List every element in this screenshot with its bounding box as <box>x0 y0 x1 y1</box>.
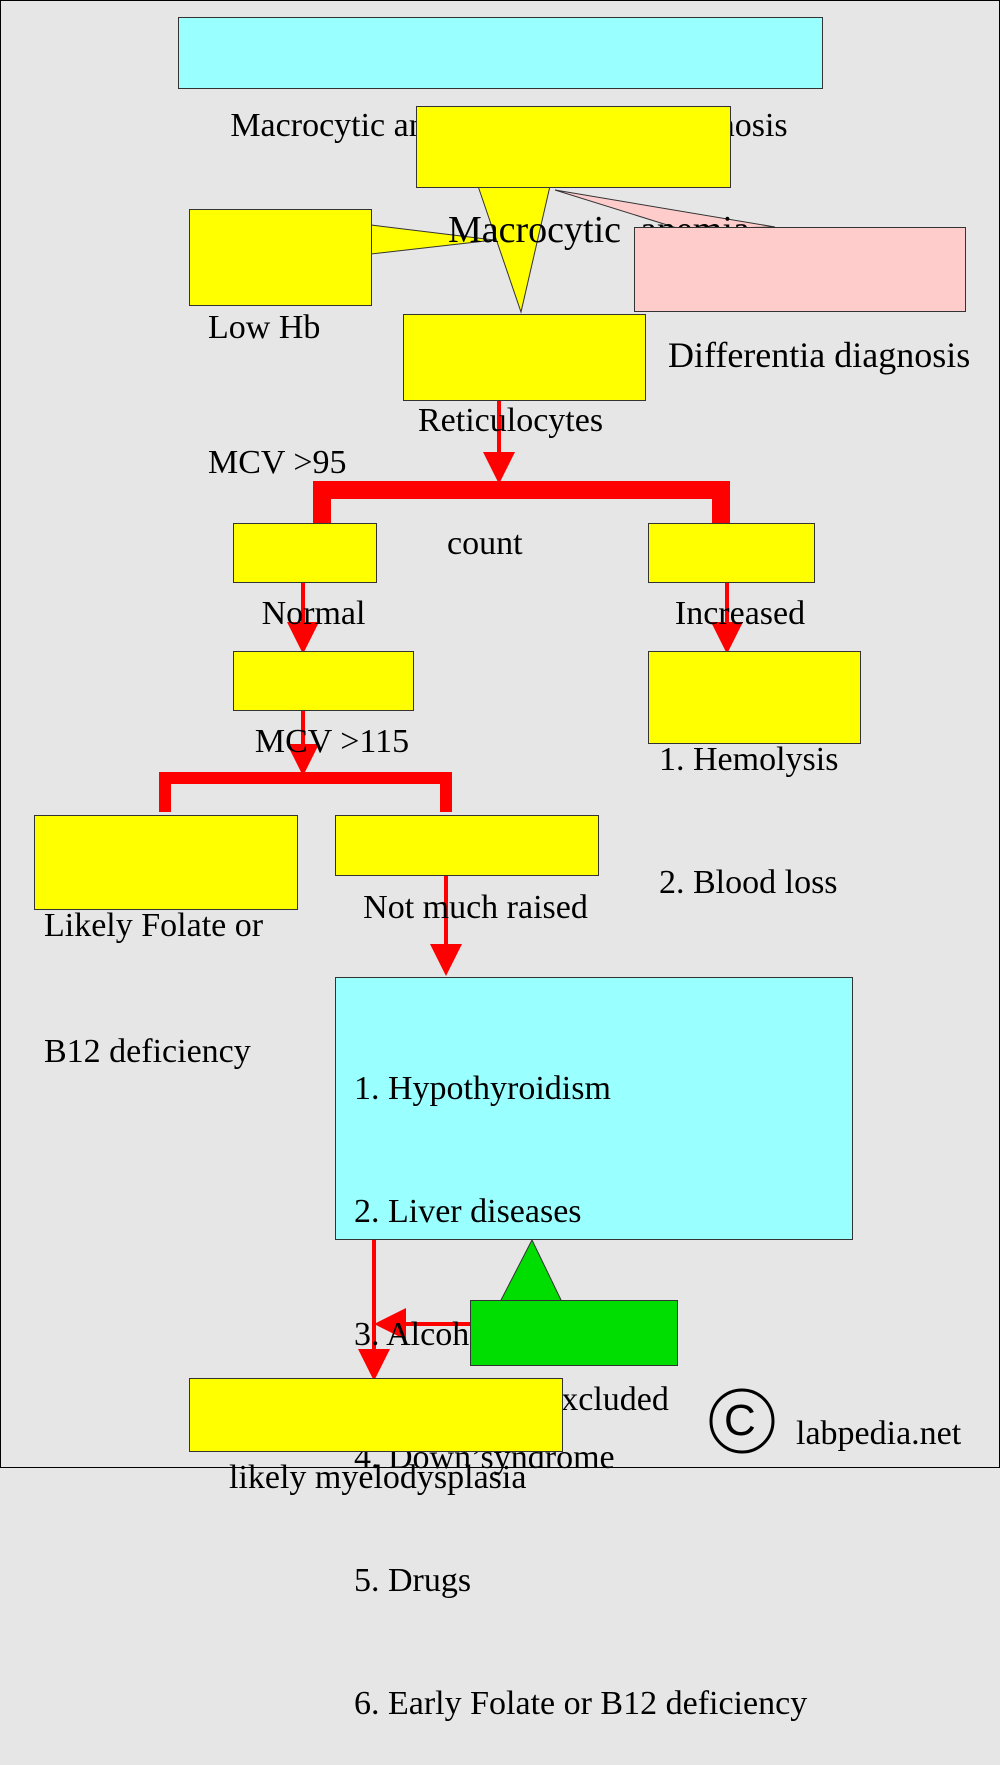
node-increased: Increased <box>648 523 815 632</box>
node-differentia-diagnosis: Differentia diagnosis <box>634 227 970 375</box>
causes-list-item-6: 6. Early Folate or B12 deficiency <box>354 1685 808 1722</box>
node-reticulocytes-line-1: Reticulocytes <box>418 402 604 439</box>
node-likely-myelodysplasia: likely myelodysplasia <box>189 1378 563 1496</box>
node-likely-myelodysplasia-label: likely myelodysplasia <box>229 1459 527 1496</box>
node-reticulocytes-count: Reticulocytes count <box>403 314 646 562</box>
node-normal-label: Normal <box>261 595 366 632</box>
node-not-much-raised: Not much raised <box>335 815 599 926</box>
node-mcv-115: MCV >115 <box>233 651 414 760</box>
node-hemolysis-line-1: 1. Hemolysis <box>659 741 839 778</box>
causes-list-item-5: 5. Drugs <box>354 1562 472 1599</box>
node-causes-list: 1. Hypothyroidism 2. Liver diseases 3. A… <box>335 977 853 1722</box>
node-reticulocytes-line-2: count <box>447 525 523 562</box>
branch-bar-reticulocytes <box>313 481 730 524</box>
title-box: Macrocytic anemia differential diagnosis <box>178 17 823 144</box>
connector-layer <box>159 185 776 1454</box>
causes-list-item-1: 1. Hypothyroidism <box>354 1070 611 1107</box>
copyright-symbol: C <box>724 1396 756 1445</box>
watermark-text: labpedia.net <box>796 1415 962 1452</box>
node-likely-folate-line-1: Likely Folate or <box>44 907 264 944</box>
node-low-hb-line-1: Low Hb <box>208 309 321 346</box>
node-hemolysis-blood-loss: 1. Hemolysis 2. Blood loss <box>648 651 861 901</box>
branch-bar-mcv <box>159 772 452 812</box>
node-macrocytic-anemia: Macrocytic anemia <box>416 106 750 251</box>
causes-list-item-2: 2. Liver diseases <box>354 1193 582 1230</box>
node-low-hb-line-2: MCV >95 <box>208 444 347 481</box>
node-differentia-diagnosis-label: Differentia diagnosis <box>668 335 971 375</box>
node-normal: Normal <box>233 523 377 632</box>
node-increased-label: Increased <box>674 595 806 632</box>
node-likely-folate-b12: Likely Folate or B12 deficiency <box>34 815 298 1070</box>
node-low-hb: Low Hb MCV >95 <box>189 209 372 481</box>
node-not-much-raised-label: Not much raised <box>363 889 588 926</box>
node-hemolysis-line-2: 2. Blood loss <box>659 864 838 901</box>
node-all-excluded: All excluded <box>470 1300 678 1418</box>
node-likely-folate-line-2: B12 deficiency <box>44 1033 251 1070</box>
copyright-circle-icon <box>709 1388 775 1454</box>
node-mcv-115-label: MCV >115 <box>254 723 410 760</box>
